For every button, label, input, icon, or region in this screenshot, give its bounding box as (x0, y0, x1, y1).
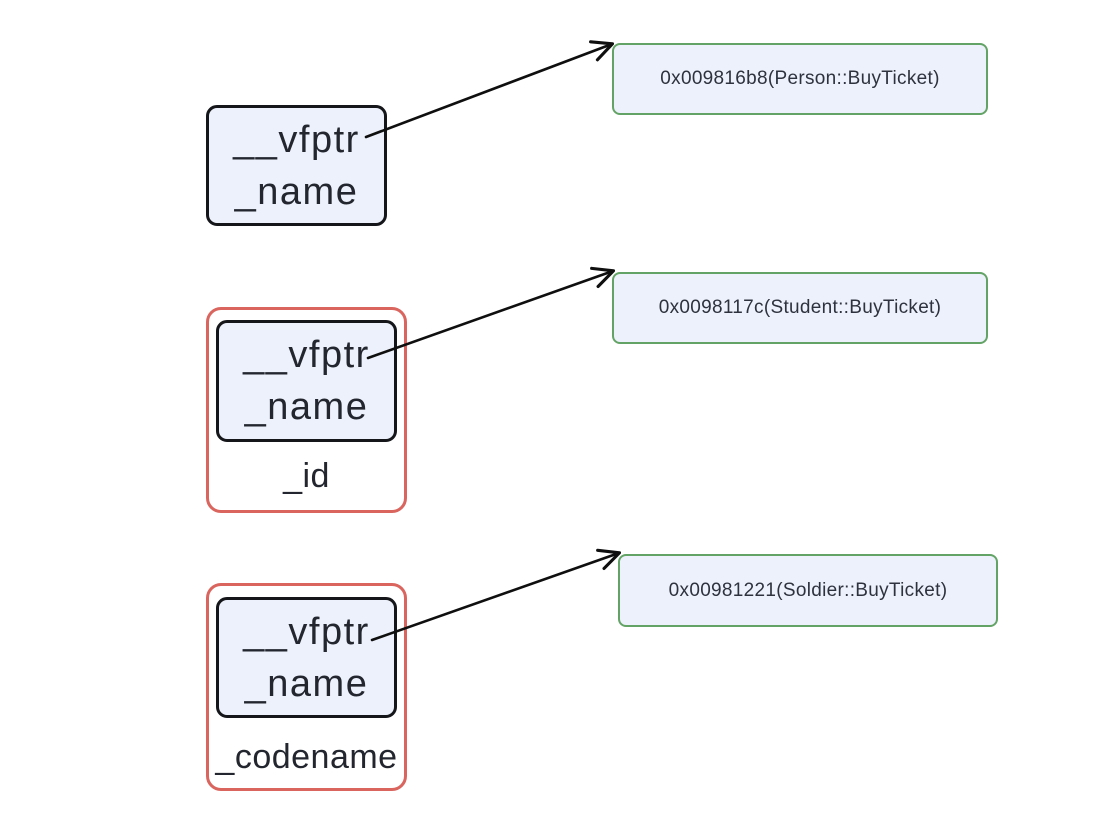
student-vtable-entry: 0x0098117c(Student::BuyTicket) (658, 297, 942, 318)
soldier-field-vfptr: __vfptr (243, 610, 370, 653)
soldier-extra-field-label: _codename (215, 738, 398, 776)
soldier-vtable-box: 0x00981221(Soldier::BuyTicket) (618, 554, 998, 627)
student-vtable-box: 0x0098117c(Student::BuyTicket) (612, 272, 988, 344)
person-object-box: __vfptr _name (206, 105, 387, 226)
soldier-vfptr-arrow (370, 548, 622, 642)
soldier-inherited-fields-box: __vfptr _name (216, 597, 397, 718)
student-field-name: _name (244, 386, 369, 428)
soldier-vtable-entry: 0x00981221(Soldier::BuyTicket) (668, 579, 948, 601)
person-vtable-box: 0x009816b8(Person::BuyTicket) (612, 43, 988, 115)
student-inherited-fields-box: __vfptr _name (216, 320, 397, 442)
student-extra-field-label: _id (283, 457, 330, 495)
person-field-vfptr: __vfptr (233, 118, 360, 161)
student-field-vfptr: __vfptr (243, 334, 370, 376)
person-vtable-entry: 0x009816b8(Person::BuyTicket) (660, 68, 940, 89)
soldier-field-name: _name (244, 662, 369, 705)
person-vfptr-arrow (364, 40, 615, 139)
person-field-name: _name (234, 170, 359, 213)
